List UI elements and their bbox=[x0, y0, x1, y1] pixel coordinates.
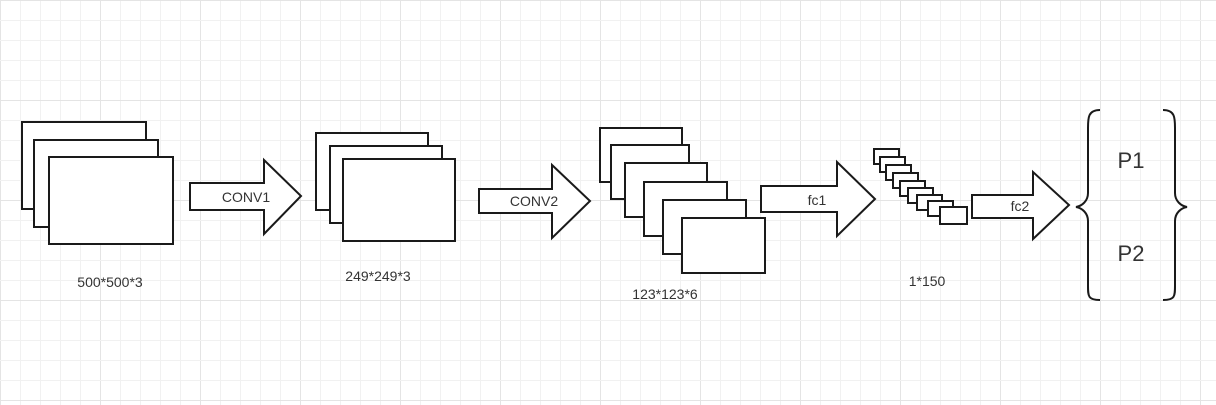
neuron-box bbox=[939, 206, 968, 225]
conv2-arrow bbox=[478, 162, 592, 241]
fc2-label: fc2 bbox=[1011, 198, 1030, 214]
fc1-neuron-stack bbox=[873, 148, 968, 225]
left-brace bbox=[1075, 109, 1101, 301]
conv1-label: CONV1 bbox=[222, 189, 270, 205]
fc2-arrow bbox=[971, 169, 1071, 242]
conv1-size-label: 249*249*3 bbox=[345, 268, 411, 284]
conv2-label: CONV2 bbox=[510, 193, 558, 209]
conv2-size-label: 123*123*6 bbox=[632, 286, 698, 302]
input-size-label: 500*500*3 bbox=[77, 274, 143, 290]
feature-map-layer bbox=[48, 156, 174, 245]
fc1-size-label: 1*150 bbox=[909, 273, 946, 289]
feature-map-layer bbox=[342, 158, 456, 242]
output-p2-label: P2 bbox=[1118, 241, 1145, 266]
conv2-feature-maps bbox=[599, 127, 766, 274]
fc1-label: fc1 bbox=[808, 192, 827, 208]
feature-map-layer bbox=[681, 217, 766, 274]
right-brace bbox=[1162, 109, 1188, 301]
conv1-feature-maps bbox=[315, 132, 456, 242]
conv1-arrow bbox=[189, 157, 303, 237]
input-feature-maps bbox=[21, 121, 174, 245]
fc1-arrow bbox=[760, 159, 877, 239]
output-p1-label: P1 bbox=[1118, 148, 1145, 173]
